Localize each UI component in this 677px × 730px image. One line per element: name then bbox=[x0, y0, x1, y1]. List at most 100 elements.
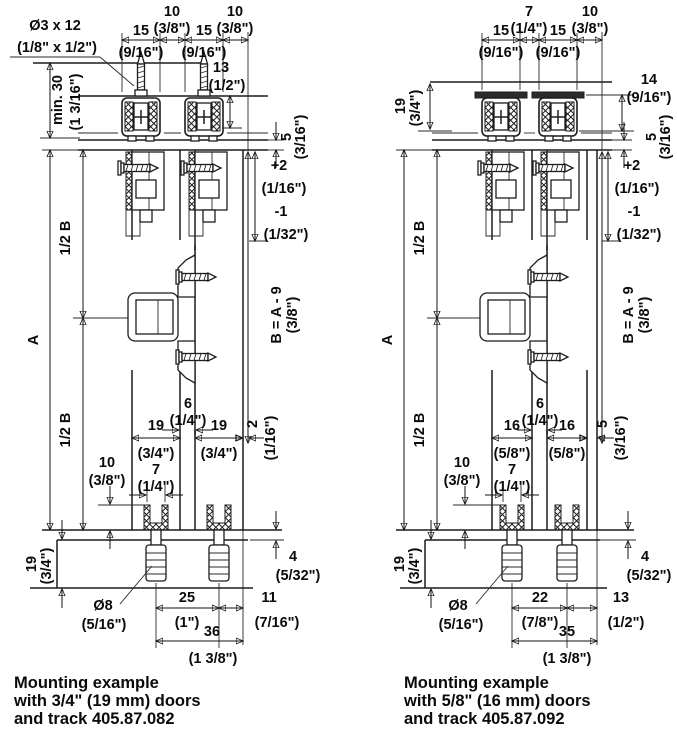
left-door-t2-in: (3/4") bbox=[201, 446, 238, 462]
right-floor-guide-2 bbox=[554, 504, 580, 582]
left-track-door-gap-in: (3/16") bbox=[293, 114, 309, 159]
right-rear-gap-mm: 5 bbox=[595, 420, 611, 428]
left-bottom-gap-mm: 4 bbox=[289, 549, 297, 565]
right-door-gap-in: (1/4") bbox=[522, 413, 559, 429]
right-door-t2-in: (5/8") bbox=[549, 446, 586, 462]
right-rear-gap-in: (3/16") bbox=[613, 415, 629, 460]
right-formula-in: (3/8") bbox=[637, 296, 653, 333]
right-track-h-mm: 14 bbox=[641, 72, 657, 88]
left-gap2-mm: 10 bbox=[227, 4, 243, 20]
right-height-a: A bbox=[380, 334, 396, 345]
right-dowel-mm: Ø8 bbox=[448, 598, 467, 614]
left-drill-spec-mm: Ø3 x 12 bbox=[29, 18, 81, 34]
left-adj-plus-in: (1/16") bbox=[262, 181, 307, 197]
right-recess-mm: 19 bbox=[393, 98, 409, 114]
left-carriage-1 bbox=[121, 97, 161, 142]
left-floor-guide-1 bbox=[143, 504, 169, 582]
right-groove-depth-in: (3/8") bbox=[444, 473, 481, 489]
right-gap2-mm: 10 bbox=[582, 4, 598, 20]
left-formula: B = A - 9 bbox=[269, 286, 285, 343]
right-dimension-lines bbox=[404, 33, 636, 648]
left-adj-plus-mm: +2 bbox=[271, 158, 288, 174]
right-track-door-gap-mm: 5 bbox=[644, 133, 660, 141]
right-groove-depth-mm: 10 bbox=[454, 455, 470, 471]
left-hardware bbox=[118, 51, 232, 582]
right-dimension-labels: 19 (3/4") 7 (1/4") 10 (3/8") 15 (9/16") … bbox=[380, 4, 674, 667]
left-diagram: Ø3 x 12 (1/8" x 1/2") 10 (3/8") 10 (3/8"… bbox=[10, 4, 321, 728]
right-caption-line3: and track 405.87.092 bbox=[404, 710, 565, 728]
right-carriage-2 bbox=[532, 92, 584, 141]
left-hanger-2 bbox=[181, 152, 227, 236]
left-board-t-in: (3/4") bbox=[39, 547, 55, 584]
left-carr2-in: (9/16") bbox=[182, 45, 227, 61]
right-hanger-1 bbox=[478, 152, 524, 236]
right-door-gap-mm: 6 bbox=[536, 396, 544, 412]
left-dowel-in: (5/16") bbox=[82, 617, 127, 633]
left-caption: Mounting example with 3/4" (19 mm) doors… bbox=[13, 674, 201, 728]
right-edge-dist-mm: 13 bbox=[613, 590, 629, 606]
left-rear-gap-mm: 2 bbox=[245, 420, 261, 428]
right-formula: B = A - 9 bbox=[621, 286, 637, 343]
left-clearance-mm: min. 30 bbox=[50, 75, 66, 125]
left-clearance-in: (1 3/16") bbox=[68, 73, 84, 130]
left-adj-minus-in: (1/32") bbox=[264, 227, 309, 243]
right-pin-spacing-mm: 22 bbox=[532, 590, 548, 606]
right-overall-mm: 35 bbox=[559, 624, 575, 640]
left-center-guide bbox=[128, 245, 216, 435]
left-caption-line3: and track 405.87.082 bbox=[14, 710, 175, 728]
right-carriage-1 bbox=[475, 92, 527, 141]
left-half-b-top: 1/2 B bbox=[58, 221, 74, 256]
left-overall-mm: 36 bbox=[204, 624, 220, 640]
right-board-t-mm: 19 bbox=[392, 556, 408, 572]
right-groove-width-mm: 7 bbox=[508, 462, 516, 478]
right-carr1-mm: 15 bbox=[493, 23, 509, 39]
right-track-h-in: (9/16") bbox=[627, 90, 672, 106]
right-edge-dist-in: (1/2") bbox=[608, 615, 645, 631]
left-hanger-1 bbox=[118, 152, 164, 236]
left-door-t1-mm: 19 bbox=[148, 418, 164, 434]
left-gap1-in: (3/8") bbox=[154, 21, 191, 37]
left-door-gap-in: (1/4") bbox=[170, 413, 207, 429]
right-bottom-gap-in: (5/32") bbox=[627, 568, 672, 584]
left-floor-guide-2 bbox=[206, 504, 232, 582]
right-carr1-in: (9/16") bbox=[479, 45, 524, 61]
left-groove-depth-mm: 10 bbox=[99, 455, 115, 471]
right-caption-line2: with 5/8" (16 mm) doors bbox=[403, 692, 591, 710]
right-groove-width-in: (1/4") bbox=[494, 479, 531, 495]
left-height-a: A bbox=[26, 334, 42, 345]
right-pin-spacing-in: (7/8") bbox=[522, 615, 559, 631]
left-track-h-mm: 13 bbox=[213, 60, 229, 76]
right-track-door-gap-in: (3/16") bbox=[658, 114, 674, 159]
left-track-h-in: (1/2") bbox=[209, 78, 246, 94]
right-bottom-gap-mm: 4 bbox=[641, 549, 649, 565]
right-half-b-bottom: 1/2 B bbox=[412, 413, 428, 448]
left-pin-spacing-in: (1") bbox=[175, 615, 200, 631]
left-carr2-mm: 15 bbox=[196, 23, 212, 39]
right-carr2-mm: 15 bbox=[550, 23, 566, 39]
right-adj-minus-in: (1/32") bbox=[617, 227, 662, 243]
right-recess-in: (3/4") bbox=[408, 89, 424, 126]
right-dowel-in: (5/16") bbox=[439, 617, 484, 633]
right-overall-in: (1 3/8") bbox=[543, 651, 592, 667]
left-carr1-mm: 15 bbox=[133, 23, 149, 39]
right-diagram: 19 (3/4") 7 (1/4") 10 (3/8") 15 (9/16") … bbox=[380, 4, 674, 728]
left-half-b-bottom: 1/2 B bbox=[58, 413, 74, 448]
right-caption-line1: Mounting example bbox=[404, 674, 549, 692]
right-floor-guide-1 bbox=[499, 504, 525, 582]
left-dimension-lines bbox=[10, 33, 284, 648]
right-center-guide bbox=[480, 245, 568, 435]
left-formula-in: (3/8") bbox=[285, 296, 301, 333]
left-dowel-mm: Ø8 bbox=[93, 598, 112, 614]
right-adj-plus-mm: +2 bbox=[624, 158, 641, 174]
left-rear-gap-in: (1/16") bbox=[263, 415, 279, 460]
left-board-t-mm: 19 bbox=[24, 556, 40, 572]
left-gap2-in: (3/8") bbox=[217, 21, 254, 37]
right-gap1-in: (1/4") bbox=[511, 21, 548, 37]
right-door-t2-mm: 16 bbox=[559, 418, 575, 434]
left-groove-depth-in: (3/8") bbox=[89, 473, 126, 489]
left-edge-dist-in: (7/16") bbox=[255, 615, 300, 631]
right-board-t-in: (3/4") bbox=[407, 547, 423, 584]
left-caption-line1: Mounting example bbox=[14, 674, 159, 692]
